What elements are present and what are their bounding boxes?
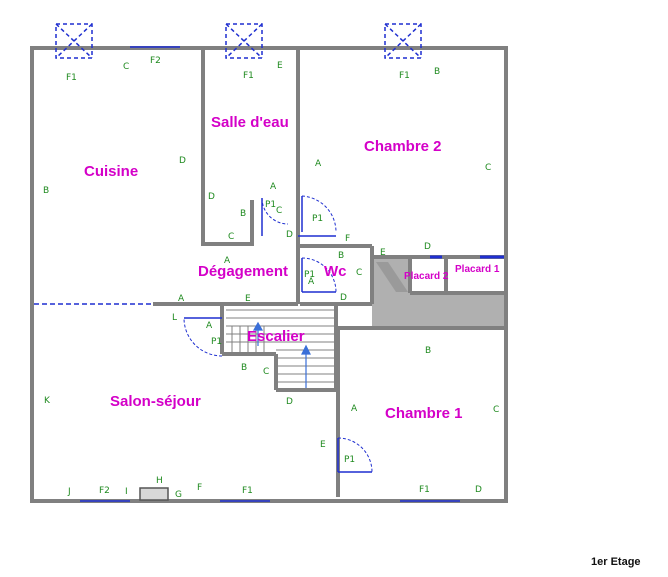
wall-label: B	[241, 363, 247, 373]
wall-label: C	[493, 405, 499, 415]
wall-label: A	[178, 294, 185, 304]
wall-label: D	[475, 485, 482, 495]
wall-label: B	[43, 186, 49, 196]
wall-label: D	[424, 242, 431, 252]
room-placard1: Placard 1	[455, 264, 500, 275]
wall-label: A	[315, 159, 322, 169]
room-cuisine: Cuisine	[84, 163, 138, 180]
room-escalier: Escalier	[247, 328, 305, 345]
wall-label: F1	[419, 485, 430, 495]
wall-label: B	[240, 209, 246, 219]
skylights	[55, 23, 422, 59]
wall-label: E	[245, 294, 251, 304]
wall-label: E	[380, 248, 386, 258]
fireplace	[139, 487, 169, 501]
wall-label: A	[351, 404, 358, 414]
wall-label: H	[156, 476, 163, 486]
wall-label: F2	[99, 486, 110, 496]
wall-label: F1	[399, 71, 410, 81]
wall-label: A	[206, 321, 213, 331]
wall-label: P1	[304, 270, 315, 280]
stair-arrows	[252, 321, 311, 388]
door-swings	[183, 195, 373, 473]
door-leaves	[184, 196, 339, 472]
wall-label: J	[67, 487, 71, 497]
wall-label: F1	[66, 73, 77, 83]
wall-label: P1	[211, 337, 222, 347]
wall-label: B	[338, 251, 344, 261]
service-corridor	[372, 257, 505, 328]
wall-label: K	[44, 396, 51, 406]
wall-label: B	[434, 67, 440, 77]
room-chambre1: Chambre 1	[385, 405, 463, 422]
wall-label: F2	[150, 56, 161, 66]
wall-label: C	[228, 232, 234, 242]
room-salon-sejour: Salon-séjour	[110, 393, 201, 410]
wall-label: F	[197, 483, 202, 493]
room-chambre2: Chambre 2	[364, 138, 442, 155]
room-degagement: Dégagement	[198, 263, 288, 280]
wall-label: L	[172, 313, 177, 323]
wall-label: D	[208, 192, 215, 202]
wall-label: F	[345, 234, 350, 244]
wall-label: E	[320, 440, 326, 450]
windows	[80, 46, 460, 502]
wall-label: B	[425, 346, 431, 356]
wall-label: I	[125, 487, 128, 497]
wall-label: P1	[312, 214, 323, 224]
wall-label: D	[340, 293, 347, 303]
wall-label: F1	[243, 71, 254, 81]
wall-label: A	[308, 277, 315, 287]
wall-label: C	[123, 62, 129, 72]
wall-label: C	[356, 268, 362, 278]
wall-label: P1	[265, 200, 276, 210]
wall-label: C	[276, 206, 282, 216]
wall-label: F1	[242, 486, 253, 496]
wall-label: C	[485, 163, 491, 173]
floor-label: 1er Etage	[591, 556, 641, 568]
wall-label: A	[270, 182, 277, 192]
wall-label: D	[286, 397, 293, 407]
wall-label: A	[224, 256, 231, 266]
wall-label: P1	[344, 455, 355, 465]
wall-label: G	[175, 490, 182, 500]
wall-label: D	[286, 230, 293, 240]
wall-label: D	[179, 156, 186, 166]
room-salle-eau: Salle d'eau	[211, 114, 289, 131]
wall-label: E	[277, 61, 283, 71]
room-wc: Wc	[324, 263, 347, 280]
wall-label: C	[263, 367, 269, 377]
room-placard2: Placard 2	[404, 271, 449, 282]
